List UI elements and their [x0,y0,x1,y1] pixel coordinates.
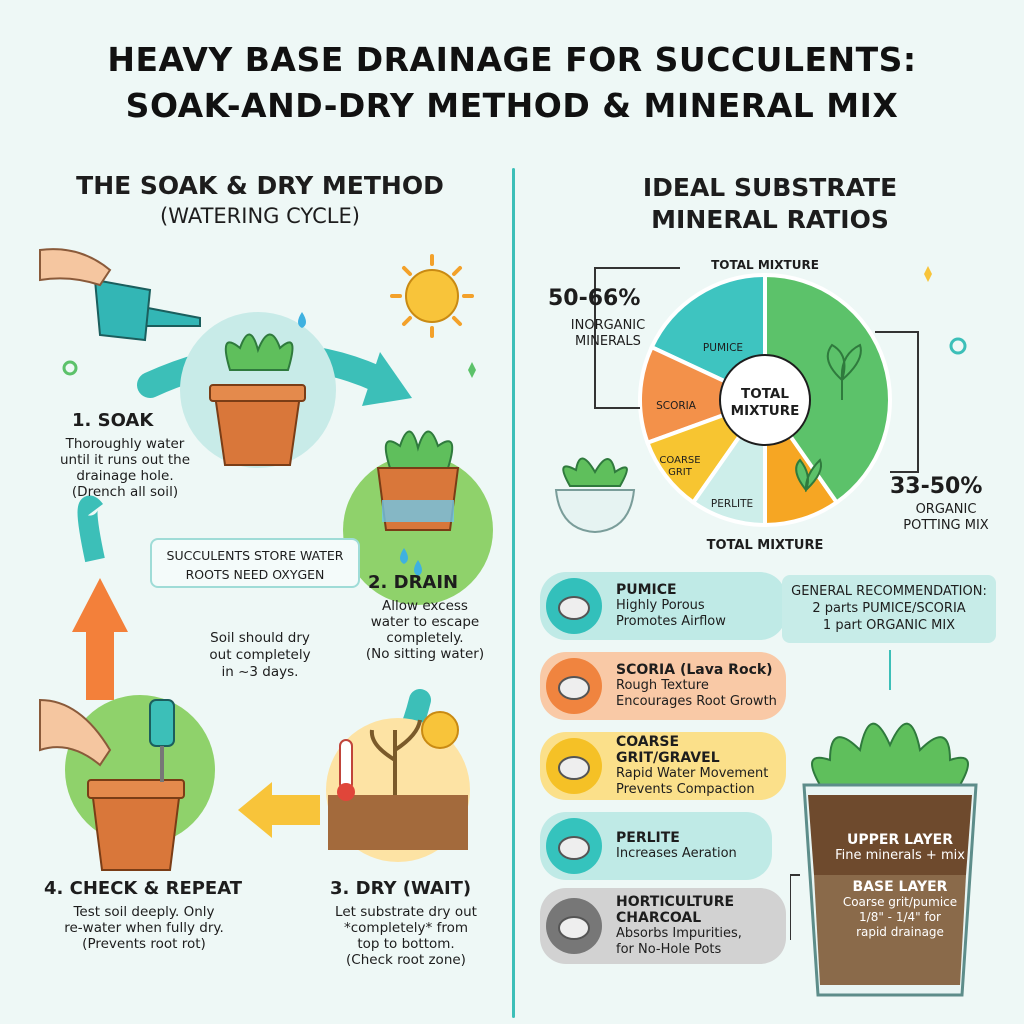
center-info-box: SUCCULENTS STORE WATER ROOTS NEED OXYGEN [150,538,360,588]
succulent-bowl-plant [562,457,628,487]
step-dry-title: 3. DRY (WAIT) [330,878,472,899]
layered-pot-graphic [790,650,978,997]
material-desc: Encourages Root Growth [616,694,777,709]
material-icon [546,578,602,634]
material-desc: Promotes Airflow [616,614,726,629]
bracket-inorganic [594,267,680,409]
bracket-organic [875,331,919,473]
step-soak-title: 1. SOAK [72,410,154,431]
succulent-bowl [554,489,636,534]
hand-check [39,698,112,767]
pie-center-circle [719,354,811,446]
recommendation-title: GENERAL RECOMMENDATION: [791,584,987,599]
page-title-line2: SOAK-AND-DRY METHOD & MINERAL MIX [125,86,899,125]
pie-slice [638,344,771,446]
material-icon [546,818,602,874]
thermometer-icon [339,739,353,791]
material-name: SCORIA (Lava Rock) [616,662,773,678]
slice-label-grit: COARSE GRIT [659,455,701,478]
material-desc: for No-Hole Pots [616,942,722,957]
pot-succulent [811,722,969,786]
drain-plant [384,430,454,469]
sun-dry-icon [421,711,459,749]
watering-can [93,278,201,342]
material-name: PERLITE [616,830,680,846]
hand-soak [39,248,112,287]
organic-percent: 33-50% [890,474,983,499]
arrow-head-up [72,578,128,632]
material-desc: Absorbs Impurities, [616,926,742,941]
upper-layer-label: UPPER LAYER Fine minerals + mix [835,832,965,863]
pie-slice [763,272,892,506]
material-name: COARSE GRIT/GRAVEL [616,734,720,766]
plant-sprout-icon [795,458,822,493]
sun-icon [405,269,459,323]
dry-plant [369,719,422,795]
material-name: PUMICE [616,582,677,598]
soak-pot [213,394,302,466]
watering-cycle-graphic [39,248,493,871]
slice-label-perlite: PERLITE [710,498,754,510]
cycle-subheading: (WATERING CYCLE) [160,204,360,228]
substrate-pie-chart [554,266,967,534]
recommendation-box: GENERAL RECOMMENDATION: 2 parts PUMICE/S… [782,575,996,643]
upper-layer [808,795,972,875]
material-desc: Prevents Compaction [616,782,755,797]
pie-top-label: TOTAL MIXTURE [711,258,819,272]
material-icon [546,898,602,954]
material-desc: Increases Aeration [616,846,737,861]
recommendation-line2: 1 part ORGANIC MIX [822,618,956,633]
ratios-heading-line2: MINERAL RATIOS [651,205,889,234]
material-desc: Rough Texture [616,678,709,693]
inorganic-percent: 50-66% [548,286,641,311]
ratios-heading-line1: IDEAL SUBSTRATE [642,173,898,202]
material-name: HORTICULTURE CHARCOAL [616,894,735,926]
step-check-title: 4. CHECK & REPEAT [44,878,243,899]
arrow-head-check [238,782,272,838]
arrow-head-drain [362,352,412,406]
cycle-heading: THE SOAK & DRY METHOD [76,171,444,200]
material-icon [546,738,602,794]
page-title-line1: HEAVY BASE DRAINAGE FOR SUCCULENTS: [107,40,917,79]
material-desc: Rapid Water Movement [616,766,769,781]
base-layer-label: BASE LAYER Coarse grit/pumice 1/8" - 1/4… [842,879,958,940]
water-drop [298,312,306,328]
recommendation-line1: 2 parts PUMICE/SCORIA [812,601,966,616]
arrow-left-teal [77,495,105,563]
pie-bottom-label: TOTAL MIXTURE [706,538,824,553]
slice-label-pumice: PUMICE [702,342,744,354]
section-divider [512,168,515,1018]
soak-plant [224,333,294,371]
material-icon [546,658,602,714]
material-desc: Highly Porous [616,598,705,613]
base-layer [814,875,966,985]
leaf-icon [826,343,862,400]
step-drain-title: 2. DRAIN [368,572,459,593]
moisture-meter-icon [149,699,175,747]
slice-label-scoria: SCORIA [656,400,696,412]
check-pot [90,789,182,871]
